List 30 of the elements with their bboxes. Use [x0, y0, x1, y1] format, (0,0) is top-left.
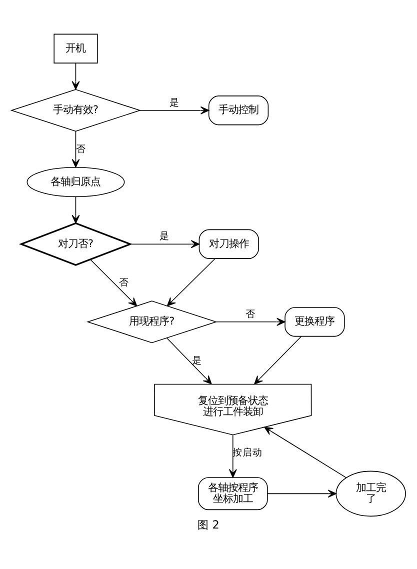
node-ellipse: 各轴归原点 — [26, 167, 125, 198]
arrow — [254, 336, 302, 385]
arrow — [72, 62, 80, 90]
edge-label: 是 — [160, 230, 170, 242]
node-diamond: 用现程序? — [86, 300, 218, 344]
node-box: 对刀操作 — [198, 229, 259, 259]
arrow — [72, 196, 80, 224]
arrow — [267, 490, 337, 498]
node-box: 手动控制 — [208, 96, 269, 126]
edge-label: 是 — [169, 97, 180, 108]
arrow — [264, 426, 347, 478]
node-box: 更换程序 — [284, 307, 345, 337]
arrow — [216, 318, 286, 326]
node-box: 开机 — [54, 34, 98, 64]
edge-label: 否 — [119, 277, 130, 288]
caption: 图 2 — [198, 518, 220, 532]
edge-label: 是 — [192, 355, 202, 366]
arrow — [90, 259, 138, 306]
arrow — [72, 131, 80, 168]
node-box: 各轴按程序坐标加工 — [198, 477, 268, 510]
arrow — [166, 338, 212, 384]
node-diamond: 对刀否? — [18, 222, 133, 266]
node-ellipse: 加工完了 — [336, 470, 406, 517]
arrow — [228, 434, 237, 478]
arrow — [140, 106, 210, 114]
node-diamond: 手动有效? — [10, 89, 142, 132]
edge-label: 否 — [246, 308, 256, 320]
edge-label: 否 — [76, 144, 86, 155]
arrow — [166, 258, 216, 306]
arrow — [130, 240, 200, 248]
